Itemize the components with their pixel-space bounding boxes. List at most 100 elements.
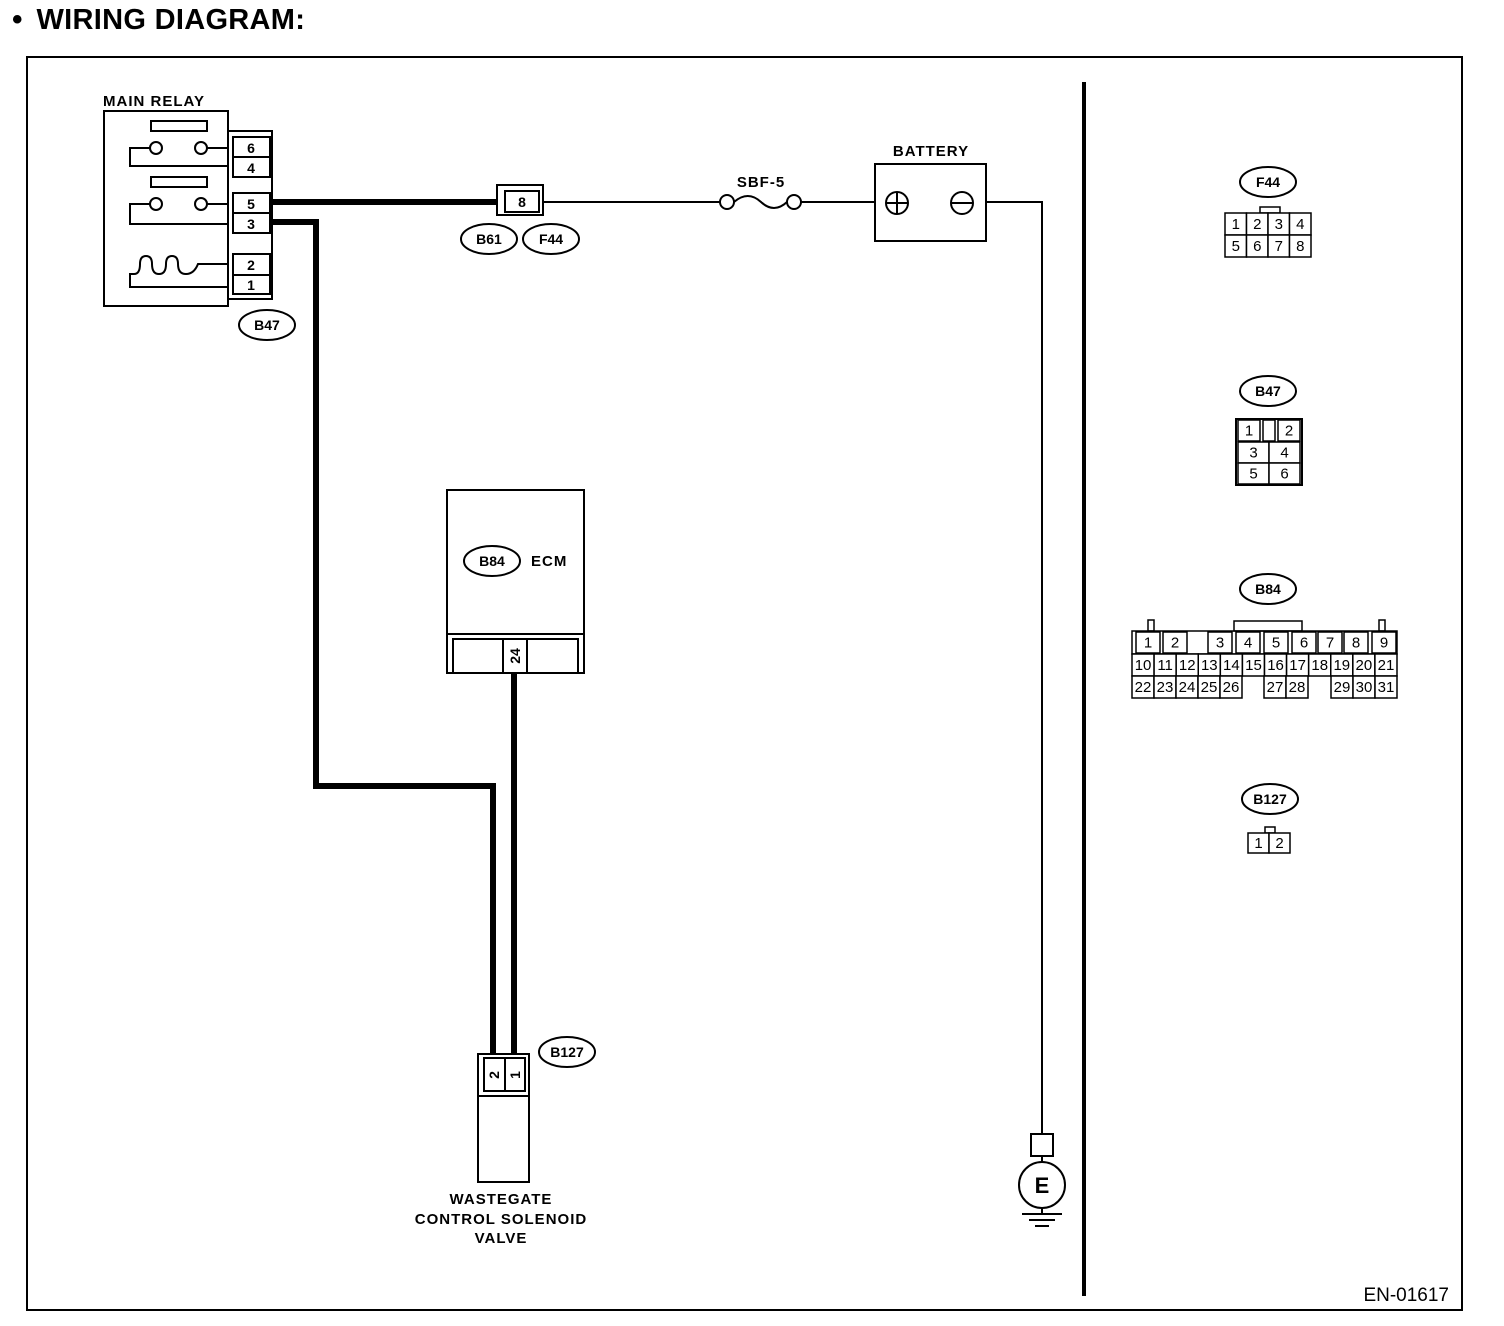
relay-pin: 4 — [247, 160, 255, 176]
pin-cell — [1237, 419, 1261, 442]
pin-number: 11 — [1157, 657, 1173, 674]
pin-cell — [1288, 234, 1312, 258]
connector-tag-f44: F44 — [539, 231, 563, 247]
pin-number: 8 — [1352, 635, 1360, 652]
pin-number: 1 — [1144, 635, 1152, 652]
connector-view-tag: B127 — [1253, 791, 1287, 807]
pin-number: 24 — [1179, 679, 1196, 696]
pin-number: 1 — [1232, 216, 1240, 233]
pin-number: 3 — [1216, 635, 1224, 652]
diagram-frame — [26, 56, 1463, 1311]
pin-number: 4 — [1244, 635, 1252, 652]
pin-cell — [1268, 462, 1301, 485]
joint-connector: 8 B61 F44 — [460, 184, 580, 255]
solenoid-label-line: CONTROL SOLENOID — [415, 1211, 587, 1228]
pin-number: 21 — [1378, 657, 1395, 674]
pin-cell — [1207, 631, 1233, 654]
main-relay-label: MAIN RELAY — [103, 93, 205, 110]
pin-number: 4 — [1280, 445, 1288, 462]
pin-number: 6 — [1253, 238, 1261, 255]
pin-number: 8 — [1296, 238, 1304, 255]
pin-number: 2 — [1253, 216, 1261, 233]
pin-number: 15 — [1245, 657, 1262, 674]
pin-number: 2 — [1285, 423, 1293, 440]
connector-view-tag: B84 — [1255, 581, 1281, 597]
pin-number: 3 — [1275, 216, 1283, 233]
solenoid-pin: 2 — [486, 1071, 502, 1079]
pin-cell — [1317, 631, 1343, 654]
pin-number: 30 — [1356, 679, 1373, 696]
pin-number: 1 — [1245, 423, 1253, 440]
pin-number: 19 — [1333, 657, 1350, 674]
pin-number: 28 — [1289, 679, 1306, 696]
solenoid-label-line: VALVE — [475, 1230, 528, 1247]
pin-cell — [1135, 631, 1161, 654]
battery-label: BATTERY — [893, 143, 969, 160]
battery: BATTERY — [874, 143, 987, 242]
connector-tag-b127: B127 — [550, 1044, 584, 1060]
ground-label: E — [1035, 1173, 1050, 1198]
pin-cell — [1263, 631, 1289, 654]
pin-number: 29 — [1334, 679, 1351, 696]
key-slot — [1262, 419, 1276, 442]
pin-number: 23 — [1157, 679, 1174, 696]
pin-number: 6 — [1300, 635, 1308, 652]
pin-cell — [1374, 675, 1398, 699]
pin-cell — [1371, 631, 1397, 654]
pin-number: 12 — [1179, 657, 1196, 674]
pin-number: 3 — [1249, 445, 1257, 462]
section-heading: • WIRING DIAGRAM: — [12, 0, 305, 40]
pin-number: 26 — [1223, 679, 1240, 696]
pin-number: 16 — [1267, 657, 1284, 674]
pin-number: 18 — [1311, 657, 1328, 674]
figure-code: EN-01617 — [1363, 1285, 1449, 1306]
connector-view-tag: B47 — [1255, 383, 1281, 399]
pin-cell — [1219, 675, 1243, 699]
pin-number: 2 — [1275, 835, 1283, 852]
pin-cell — [1268, 832, 1291, 854]
joint-pin: 8 — [518, 194, 526, 210]
ecm-pin: 24 — [507, 648, 523, 664]
pin-number: 10 — [1135, 657, 1152, 674]
pin-number: 1 — [1254, 835, 1262, 852]
pin-cell — [1343, 631, 1369, 654]
pin-number: 9 — [1380, 635, 1388, 652]
pin-number: 17 — [1289, 657, 1306, 674]
pin-number: 27 — [1267, 679, 1284, 696]
pin-number: 6 — [1280, 466, 1288, 483]
relay-pin: 2 — [247, 257, 255, 273]
solenoid-pin: 1 — [507, 1071, 523, 1079]
ground-symbol: E — [1018, 1133, 1066, 1227]
pin-cell — [1235, 631, 1261, 654]
relay-pin: 6 — [247, 140, 255, 156]
pin-number: 31 — [1378, 679, 1395, 696]
wastegate-solenoid: 2 1 B127 WASTEGATE CONTROL SOLENOID VALV… — [415, 1036, 596, 1247]
pin-number: 20 — [1356, 657, 1373, 674]
relay-pin: 3 — [247, 216, 255, 232]
pin-cell — [1291, 631, 1317, 654]
pin-cell — [1277, 419, 1301, 442]
connector-view-tag: F44 — [1256, 174, 1280, 190]
relay-pin: 5 — [247, 196, 255, 212]
pin-number: 5 — [1232, 238, 1240, 255]
pin-cell — [1285, 675, 1309, 699]
fuse-label: SBF-5 — [737, 174, 785, 191]
pin-number: 14 — [1223, 657, 1240, 674]
connector-tag-b47: B47 — [254, 317, 280, 333]
relay-pin: 1 — [247, 277, 255, 293]
pin-number: 5 — [1272, 635, 1280, 652]
heading-title: WIRING DIAGRAM: — [36, 3, 306, 36]
fuse-sbf5: SBF-5 — [719, 174, 802, 210]
pin-cell — [1162, 631, 1188, 654]
ecm-label: ECM — [531, 553, 567, 570]
pin-number: 25 — [1201, 679, 1218, 696]
wires — [272, 199, 1043, 1134]
connector-tag-b84: B84 — [479, 553, 505, 569]
pin-number: 7 — [1326, 635, 1334, 652]
pin-number: 22 — [1135, 679, 1152, 696]
